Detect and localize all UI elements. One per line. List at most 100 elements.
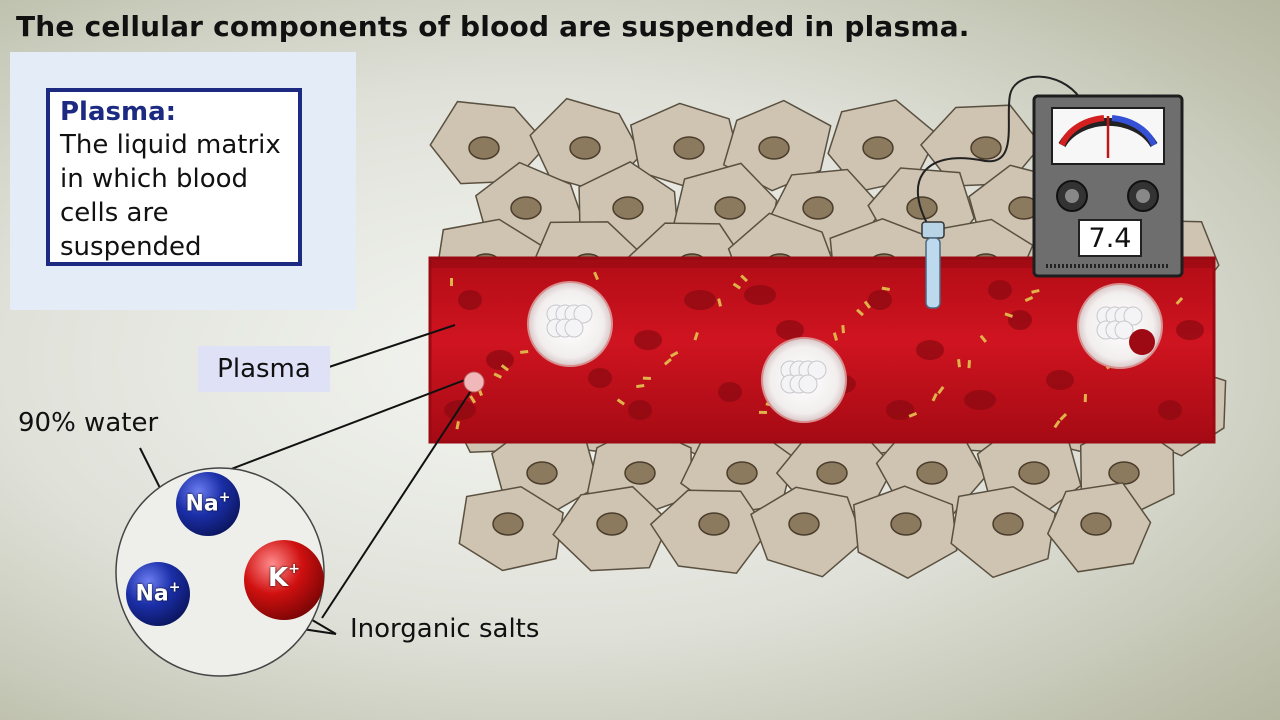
platelet: [1059, 413, 1068, 421]
wbc-granule: [564, 318, 584, 338]
ion-charge: +: [168, 579, 181, 596]
platelet: [642, 376, 651, 380]
tissue-cell-nucleus: [624, 461, 656, 485]
platelet: [455, 420, 460, 430]
red-blood-cell: [1158, 400, 1182, 420]
blood-vessel: [428, 256, 1216, 444]
tissue-cell-nucleus: [758, 136, 790, 160]
ph-meter: [916, 75, 1184, 309]
red-blood-cell: [486, 350, 514, 370]
ion-symbol: K: [268, 563, 289, 593]
tissue-cell-nucleus: [492, 512, 524, 536]
tissue-cell-nucleus: [714, 196, 746, 220]
wbc-granule: [807, 360, 827, 380]
platelet: [863, 300, 871, 309]
tissue-cell: [750, 486, 865, 578]
potassium-ion: [244, 540, 324, 620]
plasma-label: Plasma: [198, 346, 330, 392]
tissue-cell: [649, 489, 769, 574]
tissue-cell-nucleus: [1108, 461, 1140, 485]
definition-panel: Plasma: The liquid matrix in which blood…: [10, 52, 356, 310]
ion-charge: +: [288, 561, 300, 577]
platelet: [758, 410, 768, 414]
platelet: [469, 395, 476, 404]
red-blood-cell: [444, 400, 476, 420]
platelet: [450, 278, 453, 286]
platelet: [663, 358, 672, 366]
tissue-cell-nucleus: [673, 136, 705, 160]
tissue-cell-nucleus: [916, 461, 948, 485]
tissue-cell-nucleus: [510, 196, 542, 220]
tissue-cell-nucleus: [698, 512, 730, 536]
white-blood-cell: [1077, 283, 1163, 369]
tissue-cell-nucleus: [906, 196, 938, 220]
red-blood-cell: [588, 368, 612, 388]
tissue-cell-nucleus: [970, 136, 1002, 160]
sodium-ion-1: [176, 472, 240, 536]
platelet: [520, 350, 529, 354]
platelet: [881, 286, 890, 291]
red-blood-cell: [1008, 310, 1032, 330]
tissue-cell: [1046, 482, 1152, 573]
platelet: [908, 411, 918, 418]
red-blood-cell: [868, 290, 892, 310]
red-blood-cell: [1176, 320, 1204, 340]
tissue-cell-nucleus: [526, 461, 558, 485]
tissue-cell-nucleus: [468, 136, 500, 160]
plasma-zoom: [115, 467, 325, 677]
tissue-cell-nucleus: [802, 196, 834, 220]
platelet: [732, 282, 742, 290]
tissue-cell-nucleus: [788, 512, 820, 536]
platelet: [841, 325, 845, 334]
red-blood-cell: [886, 400, 914, 420]
sodium-ion-2-label: Na+: [135, 579, 181, 607]
red-blood-cell: [988, 280, 1012, 300]
dial-scale-blue: [1111, 115, 1157, 147]
platelet: [740, 274, 748, 283]
wbc-granule: [1114, 320, 1134, 340]
white-blood-cell: [761, 337, 847, 423]
white-blood-cell: [527, 281, 613, 367]
platelet: [979, 334, 987, 343]
tissue-cell: [950, 486, 1057, 579]
red-blood-cell: [718, 382, 742, 402]
ion-symbol: Na: [135, 581, 169, 607]
tissue-cell-nucleus: [862, 136, 894, 160]
wbc-granule: [1123, 306, 1143, 326]
ion-symbol: Na: [185, 491, 219, 517]
wbc-granule: [798, 374, 818, 394]
sodium-ion-2: [126, 562, 190, 626]
sodium-ion-1-label: Na+: [185, 490, 231, 517]
platelet: [1053, 419, 1061, 429]
definition-box: Plasma: The liquid matrix in which blood…: [46, 88, 302, 266]
platelet: [1175, 296, 1184, 305]
tissue-cell-nucleus: [596, 512, 628, 536]
potassium-ion-label: K+: [268, 561, 300, 593]
water-label: 90% water: [18, 408, 159, 438]
platelet: [616, 398, 625, 406]
platelet: [493, 372, 502, 379]
tissue-cell-nucleus: [1018, 461, 1050, 485]
tissue-cell: [852, 485, 958, 579]
platelet: [1031, 288, 1040, 294]
platelet: [937, 386, 945, 395]
zoom-sample-spot: [463, 371, 485, 393]
red-blood-cell: [1046, 370, 1074, 390]
platelet: [1004, 312, 1013, 318]
platelet: [931, 393, 938, 402]
vessel-top-edge: [430, 258, 1214, 268]
platelet: [832, 332, 838, 341]
platelet: [693, 332, 699, 341]
red-blood-cell: [634, 330, 662, 350]
platelet: [593, 271, 599, 281]
definition-text: The liquid matrix in which blood cells a…: [60, 130, 281, 262]
red-blood-cell: [964, 390, 996, 410]
tissue-cell-nucleus: [1080, 512, 1112, 536]
probe-cap: [921, 221, 945, 239]
slide-title: The cellular components of blood are sus…: [16, 10, 970, 43]
meter-knob-left-center: [1065, 189, 1079, 203]
platelet: [636, 384, 645, 389]
tissue-cell-nucleus: [890, 512, 922, 536]
platelet: [1024, 296, 1034, 302]
